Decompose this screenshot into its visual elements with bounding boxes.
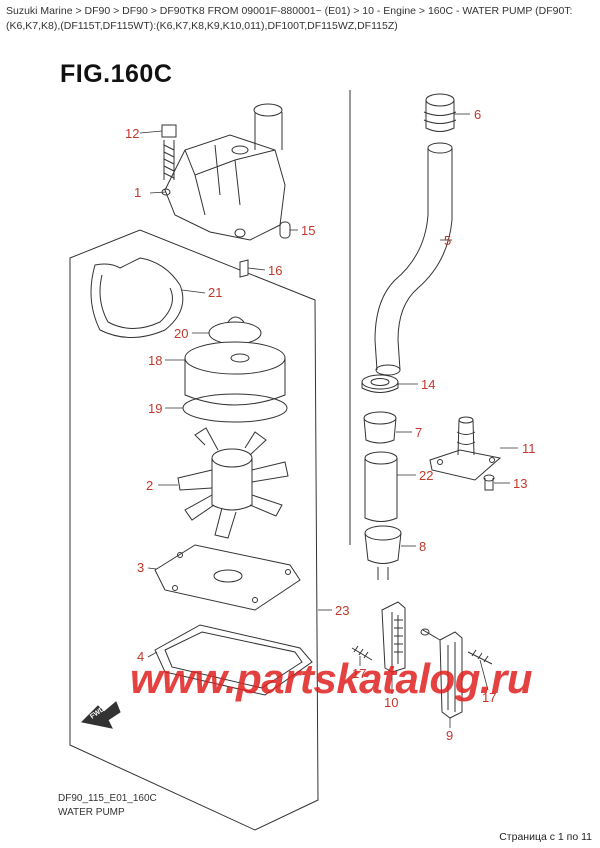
water-tube-5 xyxy=(374,142,453,376)
callout-10: 10 xyxy=(384,695,398,710)
callout-18: 18 xyxy=(148,353,162,368)
sleeve-22 xyxy=(364,451,398,522)
pump-case xyxy=(161,103,286,241)
oring-19 xyxy=(182,393,288,423)
breadcrumb: Suzuki Marine > DF90 > DF90 > DF90TK8 FR… xyxy=(6,5,573,32)
callout-21: 21 xyxy=(208,285,222,300)
callout-16: 16 xyxy=(268,263,282,278)
callout-9: 9 xyxy=(446,728,453,743)
grommet-8 xyxy=(364,525,402,580)
seal-14 xyxy=(361,374,399,393)
callout-14: 14 xyxy=(421,377,435,392)
callout-17-left: 17 xyxy=(352,666,366,681)
callout-19: 19 xyxy=(148,401,162,416)
plate-3 xyxy=(154,544,301,611)
caption-name: WATER PUMP xyxy=(58,807,125,818)
gasket-21 xyxy=(90,257,184,338)
key-16 xyxy=(239,259,249,278)
callout-20: 20 xyxy=(174,326,188,341)
callout-2: 2 xyxy=(146,478,153,493)
guide-10 xyxy=(381,601,406,673)
pin-15 xyxy=(279,221,291,239)
callout-8: 8 xyxy=(419,539,426,554)
gasket-4 xyxy=(154,624,313,696)
oring-20 xyxy=(208,321,262,345)
callout-1: 1 xyxy=(134,185,141,200)
assembly-outline xyxy=(69,229,319,831)
impeller-2 xyxy=(177,427,289,539)
liner-18 xyxy=(184,341,286,406)
callout-17-right: 17 xyxy=(482,690,496,705)
fwd-arrow xyxy=(80,701,121,729)
guide-9 xyxy=(420,628,463,719)
callout-5: 5 xyxy=(444,233,451,248)
caption-code: DF90_115_E01_160C xyxy=(58,793,157,804)
callout-12: 12 xyxy=(125,126,139,141)
grommet-6 xyxy=(423,93,457,132)
bolt-12 xyxy=(161,124,177,180)
screw-17-left xyxy=(351,645,373,661)
callout-6: 6 xyxy=(474,107,481,122)
callout-11: 11 xyxy=(522,441,536,456)
screw-13 xyxy=(483,474,495,491)
pager-text: Страница с 1 по 11 xyxy=(499,831,592,843)
bracket-11 xyxy=(429,416,502,481)
callout-23: 23 xyxy=(335,603,349,618)
callout-7: 7 xyxy=(415,425,422,440)
callout-15: 15 xyxy=(301,223,315,238)
watermark: www.partskatalog.ru xyxy=(130,655,533,702)
figure-title: FIG.160C xyxy=(60,60,173,88)
callout-3: 3 xyxy=(137,560,144,575)
callout-22: 22 xyxy=(419,468,433,483)
grommet-7 xyxy=(363,411,397,444)
callout-13: 13 xyxy=(513,476,527,491)
screw-17-right xyxy=(467,649,493,665)
callout-4: 4 xyxy=(137,649,144,664)
